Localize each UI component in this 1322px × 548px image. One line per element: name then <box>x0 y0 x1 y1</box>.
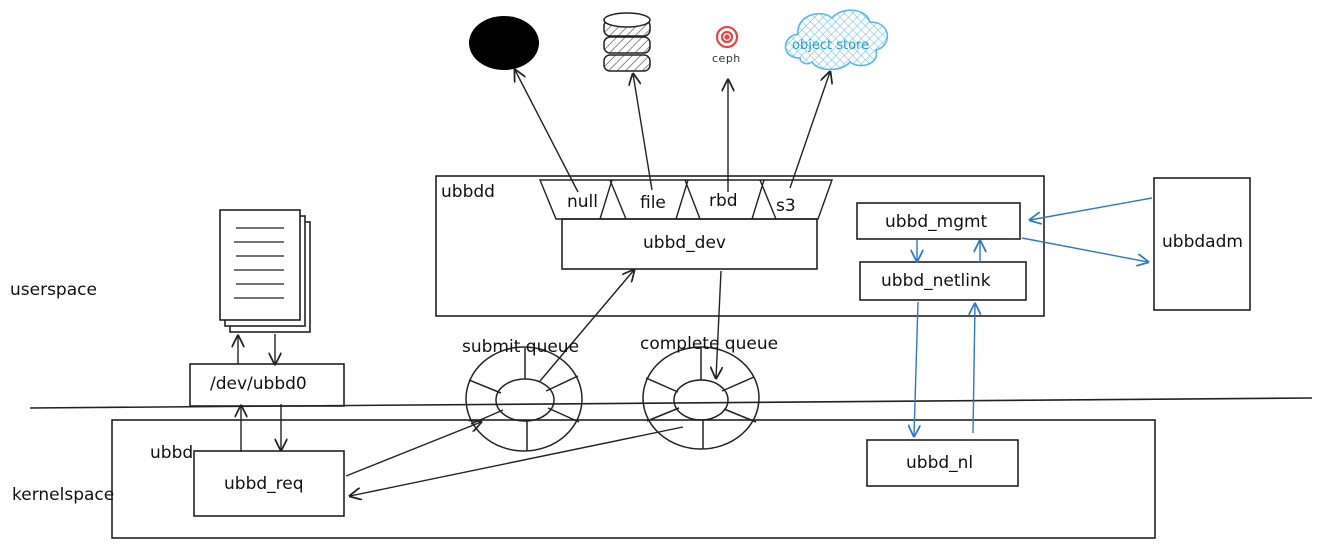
dev-node-label: /dev/ubbd0 <box>210 374 307 394</box>
ubbd-req-label: ubbd_req <box>224 474 304 494</box>
ubbd-nl-box <box>866 439 1019 487</box>
s3-to-cloud-arrow <box>789 72 830 189</box>
file-to-database-arrow <box>633 74 653 191</box>
ceph-logo-icon <box>715 25 739 49</box>
submit-queue-label: submit queue <box>462 337 580 357</box>
object-store-label: object store <box>792 38 870 53</box>
netlink-to-nl-arrow <box>914 301 918 436</box>
null-to-ellipse-arrow <box>515 70 579 193</box>
ubbd-netlink-box <box>859 261 1027 301</box>
ubbd-dev-label: ubbd_dev <box>643 233 726 253</box>
ubbdadm-label: ubbdadm <box>1162 232 1243 252</box>
ubbd-nl-label: ubbd_nl <box>906 453 974 473</box>
ubbdd-box <box>435 175 1045 317</box>
driver-file-label: file <box>640 193 666 213</box>
driver-null-label: null <box>567 192 598 212</box>
cloud-icon <box>784 9 889 71</box>
complete-queue-ring <box>642 346 760 450</box>
nl-to-netlink-arrow <box>973 304 975 434</box>
driver-rbd-label: rbd <box>709 191 738 211</box>
dev-node-box <box>189 363 345 407</box>
driver-strip <box>538 179 833 220</box>
ceph-label: ceph <box>712 52 741 65</box>
dev-to-complete-arrow <box>716 270 721 378</box>
null-backend-icon <box>469 16 539 70</box>
ubbd-mgmt-box <box>856 202 1021 240</box>
ubbdadm-box <box>1153 177 1251 311</box>
kernel-module-box <box>111 419 1156 539</box>
ubbdd-title: ubbdd <box>441 182 495 202</box>
driver-s3-label: s3 <box>776 196 796 216</box>
submit-queue-ring <box>465 346 583 452</box>
database-icon <box>603 12 651 72</box>
ubbd-dev-box <box>561 218 818 270</box>
complete-to-req-arrow <box>350 426 684 496</box>
mgmt-to-ubbdadm-arrow <box>1021 237 1148 262</box>
kernelspace-label: kernelspace <box>12 485 115 505</box>
ubbd-netlink-label: ubbd_netlink <box>881 271 991 291</box>
req-to-submit-arrow <box>345 422 481 477</box>
ubbd-req-box <box>193 450 345 517</box>
kernel-ubbd-title: ubbd <box>150 443 194 463</box>
userspace-label: userspace <box>10 280 97 300</box>
complete-queue-label: complete queue <box>640 334 779 354</box>
ubbd-mgmt-label: ubbd_mgmt <box>885 212 988 232</box>
document-stack-icon <box>219 209 311 333</box>
ubbdadm-to-mgmt-arrow <box>1030 197 1153 220</box>
submit-to-dev-arrow <box>539 270 634 382</box>
